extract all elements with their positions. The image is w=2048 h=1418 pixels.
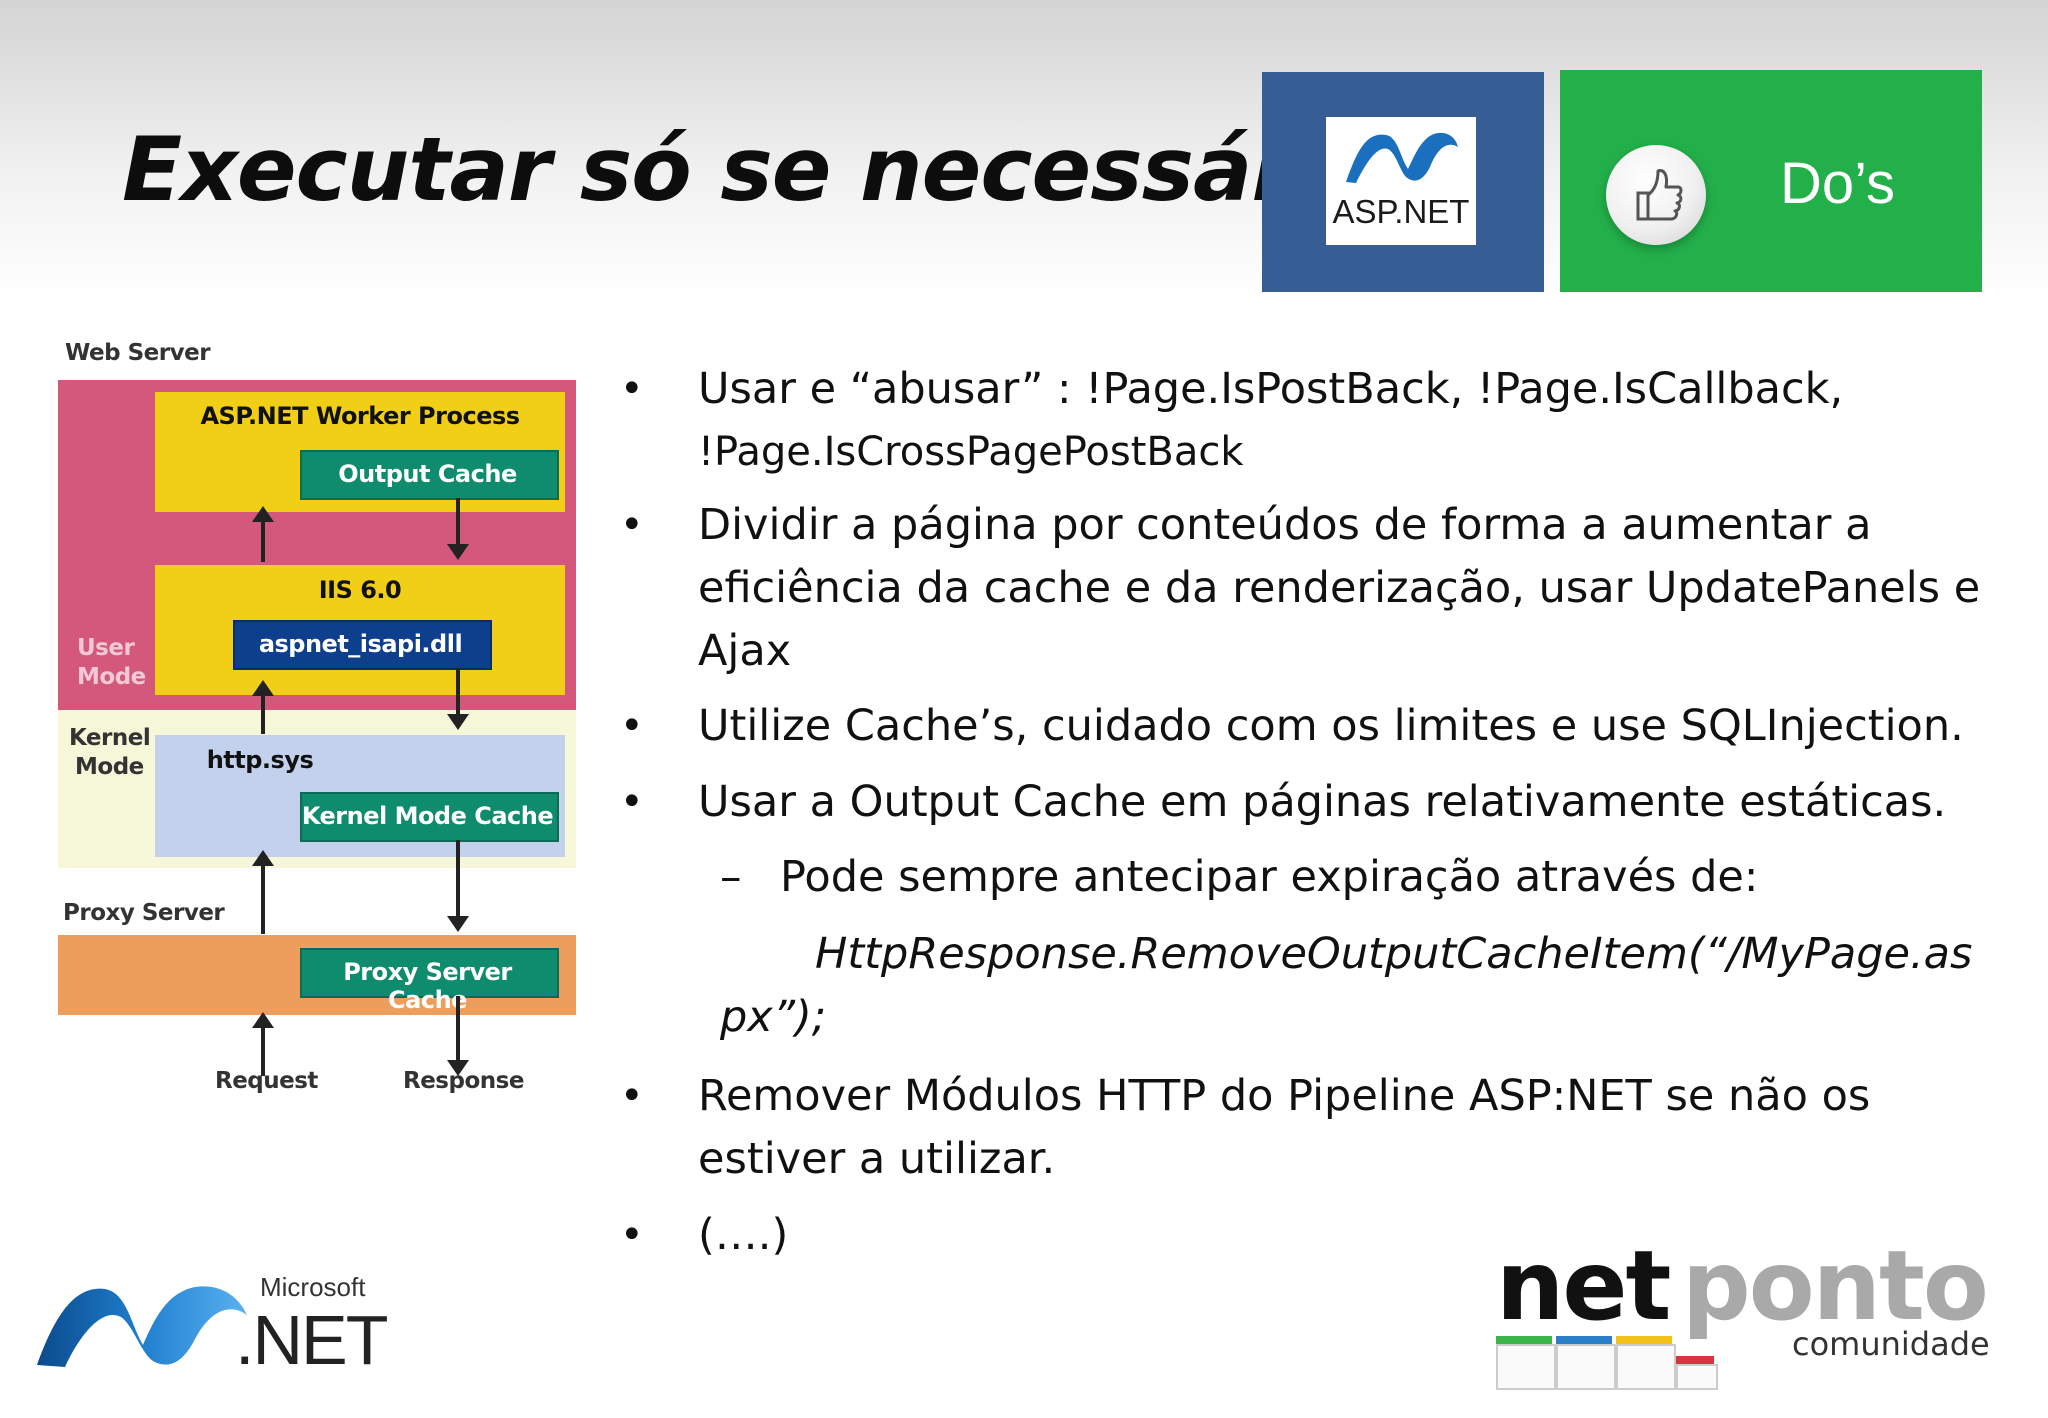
- user-mode-label-1: User: [77, 635, 135, 661]
- iis-cache-diagram: Web Server ASP.NET Worker Process Output…: [55, 340, 595, 1110]
- down-arrow-icon: [447, 498, 469, 560]
- dotnet-wave-icon: [37, 1286, 247, 1367]
- up-arrow-icon: [252, 680, 274, 734]
- microsoft-dotnet-logo: Microsoft .NET: [35, 1270, 405, 1380]
- bullet-1-line-1: Usar e “abusar” : !Page.IsPostBack, !Pag…: [698, 364, 1844, 414]
- bullet-marker: •: [620, 703, 644, 749]
- color-bar-yellow: [1616, 1336, 1672, 1344]
- bullet-5-line-2: estiver a utilizar.: [698, 1134, 1056, 1184]
- isapi-label: aspnet_isapi.dll: [258, 630, 463, 658]
- request-label: Request: [215, 1068, 318, 1094]
- bullet-marker: •: [620, 1212, 644, 1258]
- bullet-3: Utilize Cache’s, cuidado com os limites …: [698, 701, 1964, 751]
- down-arrow-icon: [447, 840, 469, 932]
- up-arrow-icon: [252, 506, 274, 562]
- bullet-marker: •: [620, 1073, 644, 1119]
- proxy-server-label: Proxy Server: [63, 900, 225, 926]
- isapi-box: [233, 620, 492, 670]
- bullet-marker: •: [620, 779, 644, 825]
- bullet-5-line-1: Remover Módulos HTTP do Pipeline ASP:NET…: [698, 1071, 1871, 1121]
- bullet-2-line-2: eficiência da cache e da renderização, u…: [698, 563, 1981, 613]
- down-arrow-icon: [447, 996, 469, 1076]
- color-bar-green: [1496, 1336, 1552, 1344]
- output-cache-box: [300, 450, 559, 500]
- proxy-cache-box: [300, 948, 559, 998]
- up-arrow-icon: [252, 850, 274, 934]
- aspnet-wave-icon: [1346, 132, 1458, 183]
- bullet-2-line-3: Ajax: [698, 626, 792, 676]
- dos-tile: Do’s: [1560, 70, 1982, 292]
- bullet-6: (….): [698, 1210, 789, 1260]
- microsoft-label: Microsoft: [260, 1272, 366, 1302]
- thumbs-up-icon: [1606, 145, 1706, 245]
- bullet-1-line-2: !Page.IsCrossPagePostBack: [698, 429, 1244, 475]
- kernel-cache-label: Kernel Mode Cache: [301, 802, 554, 830]
- kernel-mode-label-1: Kernel: [69, 725, 151, 751]
- worker-process-label: ASP.NET Worker Process: [200, 402, 520, 430]
- bullet-2-line-1: Dividir a página por conteúdos de forma …: [698, 500, 1872, 550]
- up-arrow-icon: [252, 1012, 274, 1076]
- net-wordmark: net: [1496, 1230, 1671, 1342]
- user-mode-label-2: Mode: [77, 664, 146, 690]
- web-server-label: Web Server: [65, 340, 211, 366]
- bullet-4: Usar a Output Cache em páginas relativam…: [698, 777, 1947, 827]
- calendar-square: [1556, 1344, 1616, 1390]
- code-line-1: HttpResponse.RemoveOutputCacheItem(“/MyP…: [815, 929, 1973, 979]
- iis-label: IIS 6.0: [318, 576, 402, 604]
- sub-bullet-dash: –: [720, 852, 742, 902]
- ponto-wordmark: ponto: [1682, 1230, 1989, 1342]
- calendar-square: [1616, 1344, 1676, 1390]
- http-sys-label: http.sys: [206, 746, 314, 774]
- calendar-square: [1676, 1364, 1718, 1390]
- dotnet-label: .NET: [235, 1301, 388, 1379]
- aspnet-logo: ASP.NET: [1326, 117, 1476, 245]
- netponto-logo: net ponto comunidade: [1490, 1230, 2010, 1400]
- response-label: Response: [403, 1068, 524, 1094]
- down-arrow-icon: [447, 668, 469, 730]
- kernel-mode-label-2: Mode: [75, 754, 144, 780]
- kernel-cache-box: [300, 792, 559, 842]
- bullet-marker: •: [620, 366, 644, 412]
- bullet-marker: •: [620, 502, 644, 548]
- dos-label: Do’s: [1780, 151, 1895, 216]
- color-bar-red: [1676, 1356, 1714, 1364]
- slide-title: Executar só se necessário: [122, 118, 1383, 221]
- comunidade-label: comunidade: [1792, 1325, 1990, 1363]
- color-bar-blue: [1556, 1336, 1612, 1344]
- proxy-cache-label: Proxy Server Cache: [343, 958, 512, 1014]
- aspnet-logo-label: ASP.NET: [1332, 193, 1470, 230]
- calendar-square: [1496, 1344, 1556, 1390]
- code-line-2: px”);: [720, 992, 827, 1042]
- sub-bullet-1: Pode sempre antecipar expiração através …: [780, 852, 1759, 902]
- aspnet-tile: ASP.NET: [1262, 72, 1544, 292]
- output-cache-label: Output Cache: [338, 460, 517, 488]
